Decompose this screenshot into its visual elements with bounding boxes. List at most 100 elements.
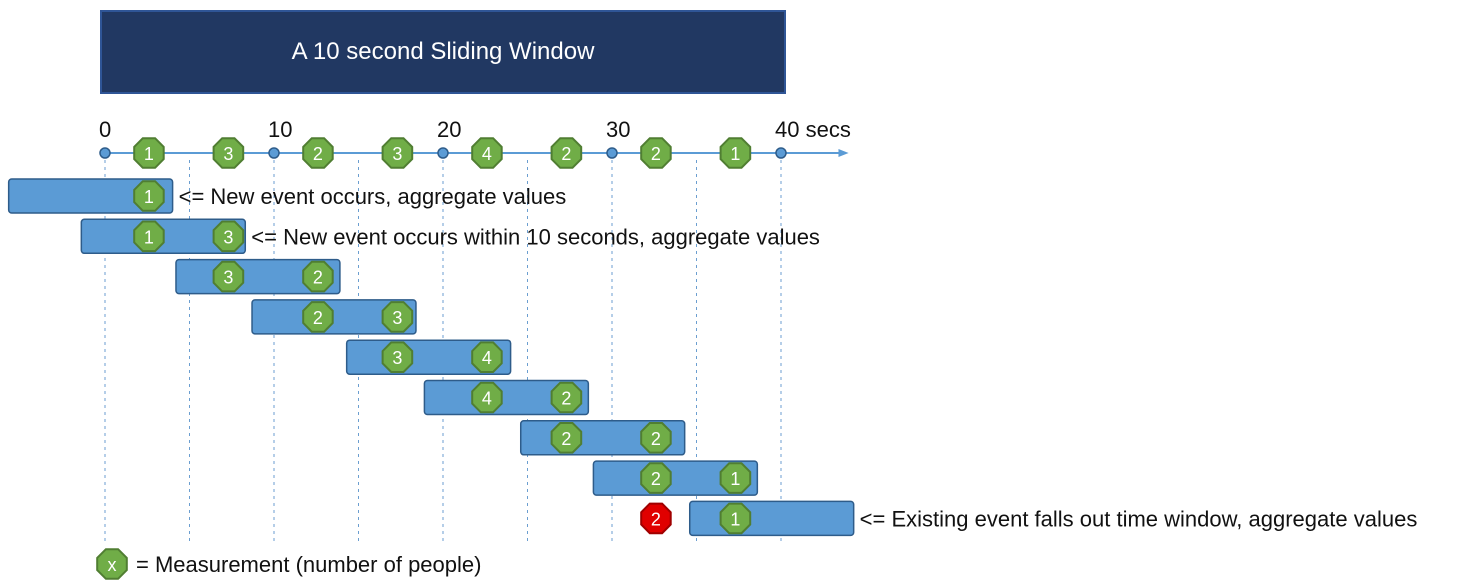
window-event-badge: 3 — [381, 301, 414, 333]
axis-tick-label: 20 — [437, 117, 461, 142]
window-event-badge: 1 — [133, 180, 165, 212]
axis-event-badge-shape — [212, 137, 245, 169]
axis-event-badge-label: 1 — [144, 144, 154, 164]
window-event-badge-label: 3 — [223, 268, 233, 288]
window-event-badge-shape — [302, 301, 334, 333]
window-event-badge-label: 4 — [482, 389, 492, 409]
legend-badge: x — [96, 548, 128, 580]
window-event-badge-shape — [302, 260, 334, 293]
window-row: 1 <= New event occurs, aggregate values — [7, 178, 567, 214]
expired-event-badge-shape — [640, 502, 672, 535]
axis-arrowhead — [838, 149, 849, 157]
window-event-badge: 3 — [212, 260, 245, 293]
axis-event-badge-shape — [640, 137, 672, 169]
window-event-badge-label: 1 — [144, 187, 154, 207]
window-event-badge: 3 — [381, 341, 414, 373]
window-annotation: <= New event occurs, aggregate values — [179, 184, 567, 209]
window-event-badge: 2 — [302, 260, 334, 293]
window-bar — [7, 178, 174, 214]
window-event-badge: 2 — [550, 381, 583, 414]
axis-event-badge-shape — [302, 137, 334, 169]
window-event-badge-label: 2 — [313, 268, 323, 288]
axis-event-badge-shape — [133, 137, 165, 169]
axis-event-badge: 2 — [640, 137, 672, 169]
window-event-badge-shape — [133, 220, 165, 253]
window-event-badge: 2 — [550, 422, 583, 454]
window-event-badge-shape — [550, 381, 583, 414]
window-bar — [592, 460, 759, 496]
window-event-badge-label: 2 — [561, 389, 571, 409]
window-event-badge: 4 — [471, 341, 503, 373]
window-event-badge: 1 — [719, 502, 752, 535]
axis-event-badge-shape — [381, 137, 414, 169]
axis-tick-label: 40 secs — [775, 117, 851, 142]
window-event-badge-shape — [381, 341, 414, 373]
expired-event-badge-label: 2 — [651, 509, 661, 529]
axis-event-badge-label: 1 — [730, 144, 740, 164]
window-event-badge-shape — [471, 341, 503, 373]
legend-badge-label: x — [108, 555, 117, 575]
window-event-badge: 1 — [133, 220, 165, 253]
window-event-badge-shape — [719, 502, 752, 535]
window-event-badge: 1 — [719, 462, 752, 494]
diagram-title: A 10 second Sliding Window — [100, 10, 786, 94]
axis-event-badge-label: 3 — [392, 144, 402, 164]
window-event-badge-shape — [381, 301, 414, 333]
window-event-badge-shape — [471, 381, 503, 414]
legend-badge-shape — [96, 548, 128, 580]
windows: 1 <= New event occurs, aggregate values 1 3… — [7, 178, 1418, 537]
window-event-badge-label: 2 — [313, 308, 323, 328]
window-annotation: <= Existing event falls out time window,… — [860, 506, 1418, 531]
axis-event-badge-label: 4 — [482, 144, 492, 164]
window-event-badge-label: 3 — [223, 227, 233, 247]
window-event-badge-label: 3 — [392, 308, 402, 328]
axis-tick-dot — [775, 147, 787, 159]
axis-event-badge: 3 — [212, 137, 245, 169]
window-event-badge-label: 4 — [482, 348, 492, 368]
window-event-badge-shape — [719, 462, 752, 494]
axis-tick-dot — [606, 147, 618, 159]
window-event-badge-shape — [640, 462, 672, 494]
window-event-badge-shape — [133, 180, 165, 212]
axis-event-badge-label: 2 — [561, 144, 571, 164]
axis-event-badge-label: 2 — [651, 144, 661, 164]
axis-event-badge-shape — [471, 137, 503, 169]
window-event-badge: 3 — [212, 220, 245, 253]
window-event-badge-label: 3 — [392, 348, 402, 368]
window-row: 1 2 <= Existing event falls out time windo… — [640, 500, 1418, 537]
axis-tick-dot — [268, 147, 280, 159]
window-event-badge-shape — [640, 422, 672, 454]
window-event-badge-label: 2 — [651, 469, 661, 489]
axis-event-badge: 1 — [719, 137, 752, 169]
axis-event-badge: 2 — [550, 137, 583, 169]
window-event-badge: 2 — [640, 422, 672, 454]
window-event-badge-shape — [550, 422, 583, 454]
axis-event-badge-label: 3 — [223, 144, 233, 164]
expired-event-badge: 2 — [640, 502, 672, 535]
legend: x= Measurement (number of people) — [96, 548, 481, 580]
window-bar — [251, 299, 417, 335]
axis-tick-dot — [99, 147, 111, 159]
window-event-badge-label: 1 — [730, 509, 740, 529]
window-event-badge-label: 2 — [651, 429, 661, 449]
window-event-badge: 2 — [640, 462, 672, 494]
axis-event-badge-label: 2 — [313, 144, 323, 164]
axis-event-badge: 2 — [302, 137, 334, 169]
axis-tick-label: 30 — [606, 117, 630, 142]
axis-event-badge-shape — [719, 137, 752, 169]
window-event-badge: 2 — [302, 301, 334, 333]
axis-tick-dot — [437, 147, 449, 159]
window-event-badge-label: 1 — [144, 227, 154, 247]
axis-event-badge: 1 — [133, 137, 165, 169]
window-event-badge-shape — [212, 260, 245, 293]
axis-tick-label: 0 — [99, 117, 111, 142]
window-event-badge-shape — [212, 220, 245, 253]
axis-event-badge: 3 — [381, 137, 414, 169]
